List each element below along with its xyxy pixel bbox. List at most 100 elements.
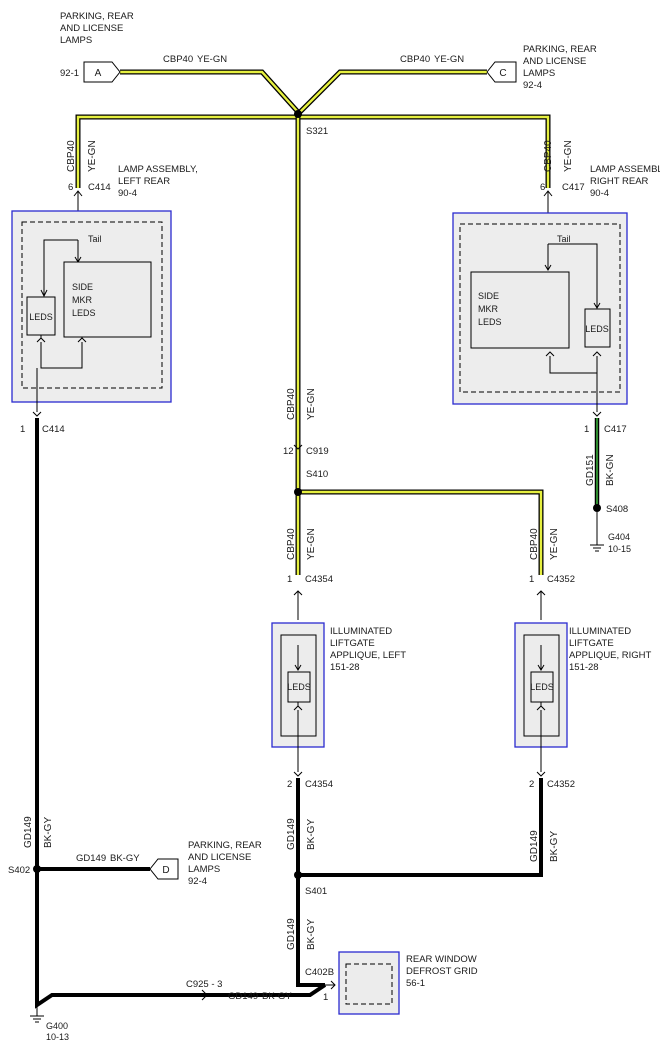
wire-label-cbp40-left: CBP40 [66, 140, 77, 172]
right-lamp-sidemkr-3: LEDS [478, 317, 502, 327]
applique-left-in-pin: 1 [287, 574, 292, 585]
wire-label-bkgy-center-lower: BK-GY [306, 919, 317, 950]
applique-left-title-2: LIFTGATE [330, 638, 375, 649]
applique-left-out-pin: 2 [287, 779, 292, 790]
connector-c-title-2: AND LICENSE [523, 56, 586, 67]
left-lamp-sidemkr-1: SIDE [72, 282, 93, 292]
left-lamp-sidemkr-2: MKR [72, 295, 93, 305]
wire-label-gd149-right: GD149 [529, 830, 540, 862]
right-lamp-tail-label: Tail [557, 234, 571, 244]
wire-label-cbp40-appl-left: CBP40 [286, 528, 297, 560]
applique-left-leds: LEDS [287, 682, 311, 692]
applique-right-title-1: ILLUMINATED [569, 626, 631, 637]
splice-s410 [294, 488, 302, 496]
wire-label-yegn-center: YE-GN [306, 388, 317, 420]
right-lamp-title-1: LAMP ASSEMBLY, [590, 164, 660, 175]
defrost-title-1: REAR WINDOW [406, 954, 477, 965]
left-lamp-connector: C414 [88, 182, 111, 193]
right-lamp-leds-label: LEDS [585, 324, 609, 334]
right-lamp-out-pin: 1 [584, 424, 589, 435]
splice-s402-label: S402 [8, 865, 30, 876]
connector-a-title-3: LAMPS [60, 35, 92, 46]
splice-s408 [593, 504, 601, 512]
left-lamp-sidemkr-box [63, 261, 152, 338]
applique-left-title-1: ILLUMINATED [330, 626, 392, 637]
rear-window-defrost-grid: C402B 1 REAR WINDOW DEFROST GRID 56-1 [305, 951, 478, 1015]
c925-label: C925 - 3 [186, 979, 222, 990]
applique-left-title-4: 151-28 [330, 662, 360, 673]
wire-label-cbp40-right: CBP40 [543, 140, 554, 172]
right-lamp-title-2: RIGHT REAR [590, 176, 649, 187]
wire-label-yegn-left: YE-GN [87, 140, 98, 172]
defrost-title-3: 56-1 [406, 978, 425, 989]
wire-label-bkgy-d: BK-GY [110, 853, 140, 864]
left-lamp-title-2: LEFT REAR [118, 176, 170, 187]
wire-label-yegn-appl-left: YE-GN [306, 528, 317, 560]
applique-right-title-4: 151-28 [569, 662, 599, 673]
ground-g404-ref: 10-15 [608, 544, 631, 554]
wire-label-yegn-appl-right: YE-GN [549, 528, 560, 560]
applique-right-title-2: LIFTGATE [569, 638, 614, 649]
wire-label-bkgy-left: BK-GY [43, 817, 54, 848]
connector-c-letter: C [499, 68, 506, 79]
connector-c-title-1: PARKING, REAR [523, 44, 597, 55]
right-lamp-title-3: 90-4 [590, 188, 609, 199]
left-lamp-out-connector: C414 [42, 424, 65, 435]
left-lamp-assembly: 6 C414 LAMP ASSEMBLY, LEFT REAR 90-4 Tai… [11, 164, 198, 417]
applique-right-in-pin: 1 [529, 574, 534, 585]
connector-d-ref: 92-4 [188, 876, 207, 887]
wire-label-bkgn: BK-GN [605, 454, 616, 486]
defrost-pin: 1 [323, 992, 328, 1003]
right-lamp-pin: 6 [540, 182, 545, 193]
wire-label-cbp40-c: CBP40 [400, 54, 430, 65]
c919-connector: C919 [306, 446, 329, 457]
connector-a-title-1: PARKING, REAR [60, 11, 134, 22]
right-lamp-connector: C417 [562, 182, 585, 193]
applique-left-in-connector: C4354 [305, 574, 333, 585]
connector-c-title-3: LAMPS [523, 68, 555, 79]
applique-left: 1 C4354 LEDS ILLUMINATED LIFTGATE APPLIQ… [271, 574, 406, 790]
applique-right-out-connector: C4352 [547, 779, 575, 790]
connector-d-letter: D [162, 865, 169, 876]
right-lamp-sidemkr-1: SIDE [478, 291, 499, 301]
wire-label-gd151: GD151 [585, 454, 596, 486]
left-lamp-out-pin: 1 [20, 424, 25, 435]
wire-label-bkgy-center-upper: BK-GY [306, 819, 317, 850]
left-lamp-title-1: LAMP ASSEMBLY, [118, 164, 198, 175]
connector-c: C PARKING, REAR AND LICENSE LAMPS 92-4 [486, 44, 597, 91]
applique-right-out-pin: 2 [529, 779, 534, 790]
splice-s401-label: S401 [305, 886, 327, 897]
connector-a-letter: A [95, 68, 102, 79]
wire-label-gd149-bottom: GD149 [228, 991, 258, 1002]
ground-g400-ref: 10-13 [46, 1032, 69, 1042]
ground-g404-name: G404 [608, 532, 630, 542]
defrost-title-2: DEFROST GRID [406, 966, 478, 977]
right-lamp-sidemkr-box [470, 271, 570, 349]
right-lamp-assembly: 6 C417 LAMP ASSEMBLY, RIGHT REAR 90-4 Ta… [452, 164, 660, 405]
splice-s321 [294, 110, 302, 118]
c919-pin: 12 [283, 446, 294, 457]
right-lamp-out-connector: C417 [604, 424, 627, 435]
right-lamp-leds-box [584, 308, 611, 348]
wire-label-cbp40-a: CBP40 [163, 54, 193, 65]
wire-gd149-left: 1 C414 [20, 418, 202, 1009]
wire-label-gd149-center-upper: GD149 [286, 818, 297, 850]
wire-gd149-center [202, 778, 543, 997]
left-lamp-sidemkr-3: LEDS [72, 308, 96, 318]
applique-left-out-connector: C4354 [305, 779, 333, 790]
splice-s408-label: S408 [606, 504, 628, 515]
wire-label-bkgy-bottom: BK-GY [262, 991, 292, 1002]
connector-d: D PARKING, REAR AND LICENSE LAMPS 92-4 [149, 840, 262, 887]
wire-label-cbp40-center: CBP40 [286, 388, 297, 420]
wire-gd151 [592, 373, 602, 507]
connector-d-title-1: PARKING, REAR [188, 840, 262, 851]
connector-a-ref: 92-1 [60, 68, 79, 79]
left-lamp-leds-label: LEDS [29, 312, 53, 322]
splice-s401 [294, 871, 302, 879]
left-lamp-tail-label: Tail [88, 234, 102, 244]
defrost-connector: C402B [305, 967, 334, 978]
ground-g400: G400 10-13 [30, 1007, 69, 1042]
wire-label-cbp40-appl-right: CBP40 [529, 528, 540, 560]
